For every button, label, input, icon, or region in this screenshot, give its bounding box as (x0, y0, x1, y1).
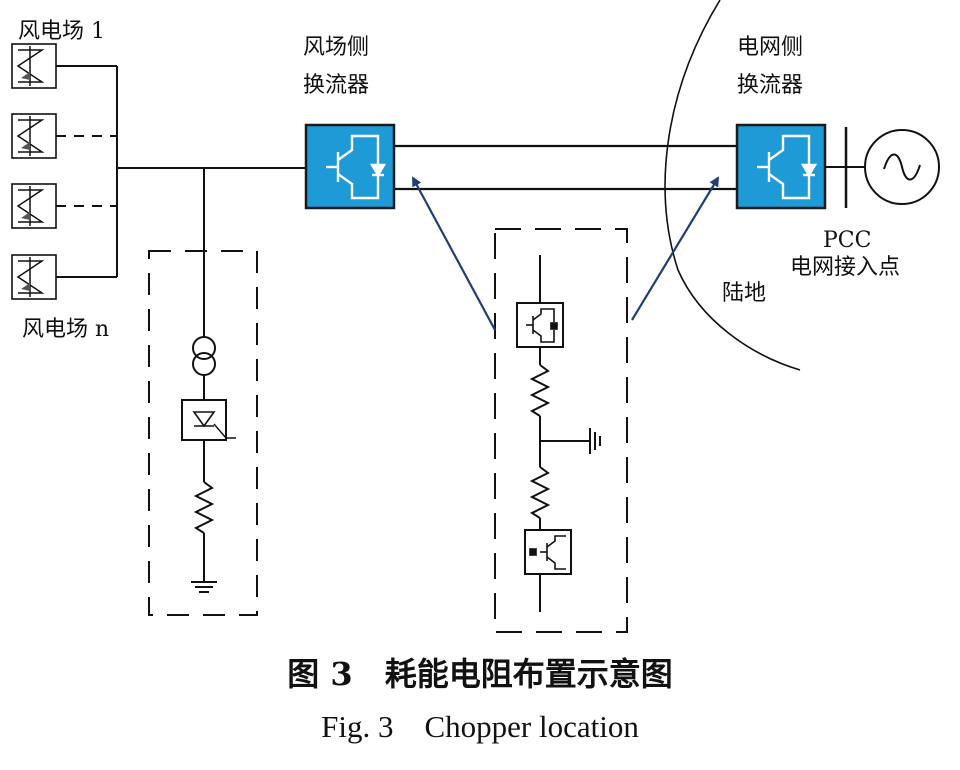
transformer-icon (192, 336, 216, 360)
grid-side-converter: 电网侧 换流器 (735, 35, 827, 210)
wind-farm-feeders (56, 65, 306, 278)
pcc-grid: PCC 电网接入点 (790, 127, 940, 280)
grid-converter-label-2: 换流器 (737, 73, 803, 98)
thyristor-icon (181, 399, 227, 441)
wind-turbine-icon (11, 43, 57, 89)
dc-link (394, 144, 737, 191)
arrow-to-farm-side (412, 176, 496, 331)
ac-chopper-dashed-box (148, 250, 258, 616)
farm-side-converter: 风场侧 换流器 (303, 35, 396, 210)
resistor-icon (529, 364, 551, 417)
wind-farm-n-label: 风电场 n (22, 317, 109, 342)
arrow-to-grid-side (631, 176, 720, 321)
wind-farms: 风电场 1 风电场 n (11, 19, 109, 342)
location-arrows (412, 176, 720, 331)
wind-farm-1-label: 风电场 1 (18, 19, 105, 44)
resistor-icon (529, 466, 551, 519)
dc-chopper-dashed-box (494, 228, 628, 633)
igbt-icon (757, 134, 818, 200)
caption-chinese: 图 3 耗能电阻布置示意图 (287, 655, 672, 693)
grid-converter-label-1: 电网侧 (737, 35, 803, 60)
pcc-sublabel: 电网接入点 (790, 255, 900, 280)
dc-chopper-branch (494, 228, 628, 633)
igbt-icon (326, 134, 387, 200)
resistor-icon (193, 481, 215, 534)
caption-english: Fig. 3 Chopper location (321, 709, 639, 744)
wind-turbine-icon (11, 183, 57, 229)
ac-source-icon (864, 129, 940, 205)
wind-turbine-icon (11, 113, 57, 159)
figure-caption: 图 3 耗能电阻布置示意图 Fig. 3 Chopper location (287, 655, 672, 744)
pcc-label: PCC (823, 228, 871, 253)
land-label: 陆地 (722, 281, 766, 306)
ac-chopper-branch (148, 168, 258, 616)
land-boundary: 陆地 (664, 0, 801, 371)
igbt-icon (524, 529, 572, 575)
farm-converter-label-1: 风场侧 (303, 35, 369, 60)
wind-turbine-icon (11, 254, 57, 300)
farm-converter-label-2: 换流器 (303, 73, 369, 98)
